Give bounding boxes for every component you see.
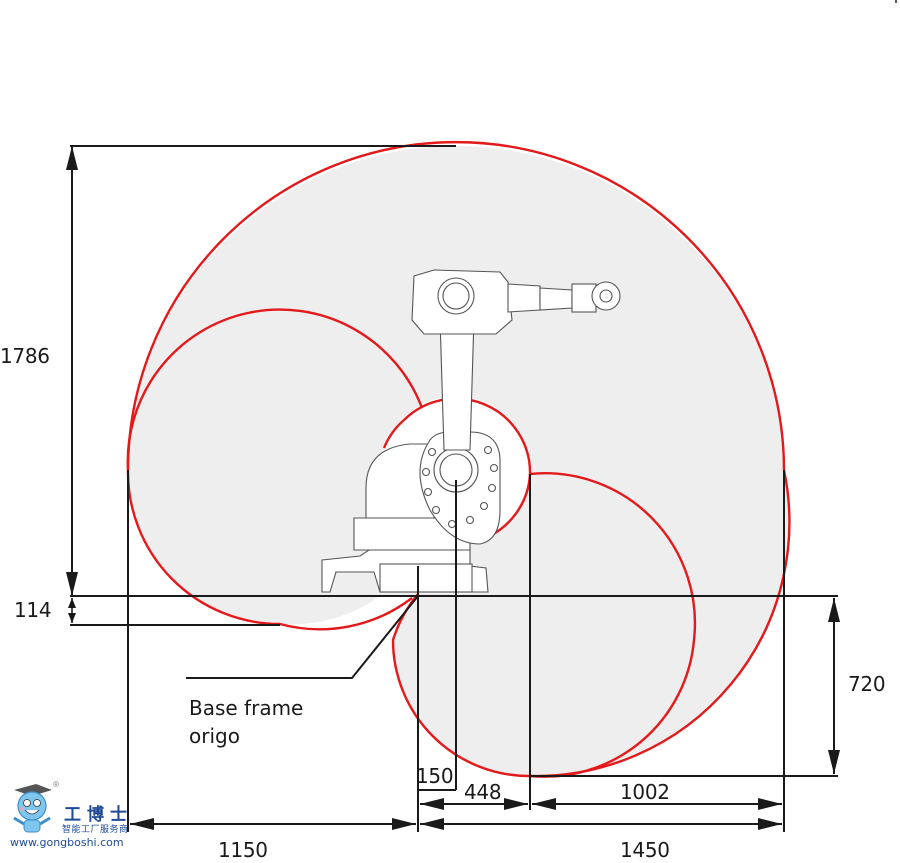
robot-forearm: [507, 283, 541, 313]
dim-label-448: 448: [464, 780, 502, 804]
lower-circle-arc: [391, 593, 531, 778]
shoulder-bolts: [421, 445, 499, 529]
outer-arc-top: [126, 140, 786, 471]
dimension-lines: [66, 145, 840, 832]
wrist-flange-inner: [599, 289, 613, 303]
dim-label-114: 114: [14, 598, 52, 622]
left-circle-lower: [126, 469, 413, 631]
corner-mark: [895, 0, 897, 3]
brand-name: 工博士: [64, 805, 133, 825]
dim-label-1150: 1150: [218, 838, 268, 862]
brand-url: www.gongboshi.com: [10, 836, 124, 849]
inner-circle-arc: [403, 397, 532, 542]
registered-mark: ®: [52, 780, 60, 789]
dim-label-1002: 1002: [620, 780, 670, 804]
dim-label-1786: 1786: [0, 344, 50, 368]
robot-forearm-tube: [539, 287, 573, 311]
dim-label-720: 720: [848, 672, 886, 696]
robot-upper-arm: [439, 317, 475, 451]
brand-tagline: 智能工厂服务商: [62, 825, 129, 835]
callout-line-1: Base frame: [189, 696, 304, 720]
callout-line-2: origo: [189, 724, 240, 748]
watermark-logo: ® 工博士 智能工厂服务商 www.gongboshi.com: [6, 778, 156, 860]
robot-illustration: [321, 269, 621, 593]
robot-cable-housing: [365, 443, 435, 519]
right-circle-arc: [529, 472, 697, 778]
left-circle-arc: [126, 308, 424, 471]
callout-leader: [186, 595, 419, 679]
dim-label-1450: 1450: [620, 838, 670, 862]
inner-circle-left: [382, 419, 405, 449]
robot-base-plate: [379, 563, 473, 593]
base-frame-callout: Base frame origo: [189, 694, 303, 750]
elbow-joint-inner: [442, 282, 470, 310]
mascot-icon: [13, 784, 52, 833]
dim-label-150: 150: [416, 764, 454, 788]
